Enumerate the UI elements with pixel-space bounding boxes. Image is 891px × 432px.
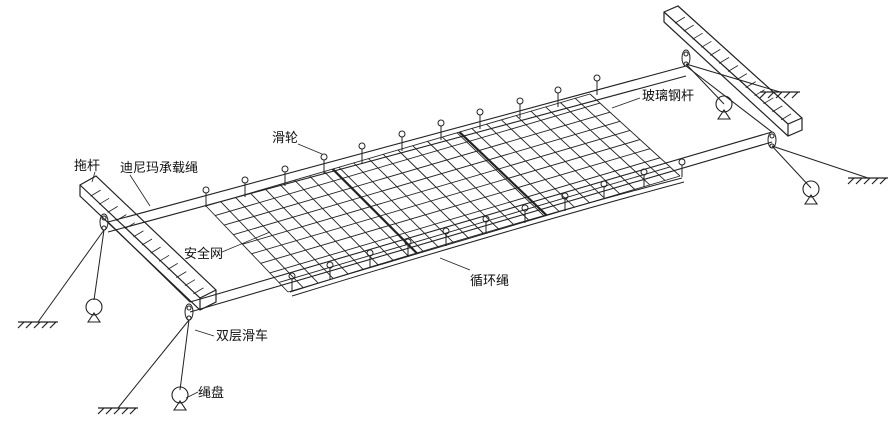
pulley <box>593 74 601 95</box>
net-line <box>515 115 605 199</box>
label-fiberglass-rod: 玻璃钢杆 <box>642 89 694 104</box>
drag-bar-right <box>663 5 803 137</box>
net-line <box>278 166 671 283</box>
pulley <box>482 215 490 234</box>
circulation-rope <box>289 177 685 297</box>
net-line <box>456 132 545 217</box>
pulley <box>437 119 445 140</box>
net-line <box>560 102 651 186</box>
net-line <box>427 141 515 226</box>
net-line <box>294 179 379 266</box>
double-pulleys <box>99 49 777 321</box>
pulley <box>476 108 484 129</box>
ground-symbols <box>17 91 888 415</box>
net-line <box>530 110 620 195</box>
pulley <box>288 272 296 291</box>
pulley <box>640 168 648 187</box>
net-line <box>486 123 575 208</box>
net-line <box>501 119 590 204</box>
net-line <box>235 197 319 284</box>
pulley <box>398 130 406 151</box>
pulley <box>281 165 289 186</box>
net-line <box>338 166 425 253</box>
net-line <box>249 192 334 279</box>
pulley <box>202 186 210 207</box>
net-line <box>205 93 591 207</box>
net-line <box>382 153 470 239</box>
net-line <box>309 175 394 262</box>
anchor-ropes <box>37 63 869 409</box>
fiberglass-rod <box>331 168 419 255</box>
net-line <box>205 205 289 293</box>
net-line <box>323 171 409 257</box>
pulley <box>521 204 529 223</box>
pulley <box>561 192 569 211</box>
safety-net <box>205 93 681 293</box>
pulley <box>554 86 562 107</box>
leader-lines <box>91 97 641 399</box>
net-line <box>269 157 661 274</box>
label-rope-reel: 绳盘 <box>198 385 224 401</box>
pulley <box>358 142 366 163</box>
net-line <box>220 201 304 288</box>
net-line <box>260 148 651 264</box>
net-line <box>545 106 636 190</box>
net-line <box>279 184 364 271</box>
label-double-pulley: 双层滑车 <box>216 328 268 344</box>
label-safety-net: 安全网 <box>184 246 223 262</box>
pulley <box>678 158 686 177</box>
net-line <box>574 97 666 181</box>
net-line <box>397 149 485 235</box>
net-line <box>233 120 621 236</box>
net-line <box>412 145 500 230</box>
pulley <box>516 97 524 118</box>
net-line <box>251 139 641 255</box>
rope-reels <box>85 95 820 411</box>
carrier-ropes <box>107 65 773 313</box>
net-line <box>589 93 681 177</box>
pulley <box>600 180 608 199</box>
net-line <box>242 130 631 245</box>
pulley <box>366 249 374 268</box>
drag-bar-left <box>79 175 217 311</box>
net-line <box>214 102 601 216</box>
net-line <box>224 111 611 226</box>
pulley <box>442 227 450 246</box>
pulley <box>241 176 249 197</box>
fiberglass-rod <box>458 131 548 217</box>
net-line <box>264 188 349 275</box>
label-dyneema-rope: 迪尼玛承载绳 <box>120 161 198 176</box>
pulleys <box>202 74 686 291</box>
label-circulation-rope: 循环绳 <box>470 274 509 289</box>
net-line <box>471 128 560 213</box>
label-drag-bar: 拖杆 <box>74 159 100 174</box>
pulley <box>320 153 328 174</box>
label-pulley: 滑轮 <box>272 131 298 146</box>
net-line <box>441 136 530 221</box>
net-line <box>353 162 440 248</box>
pulley <box>326 261 334 280</box>
net-line <box>368 158 455 244</box>
pulley <box>404 238 412 257</box>
